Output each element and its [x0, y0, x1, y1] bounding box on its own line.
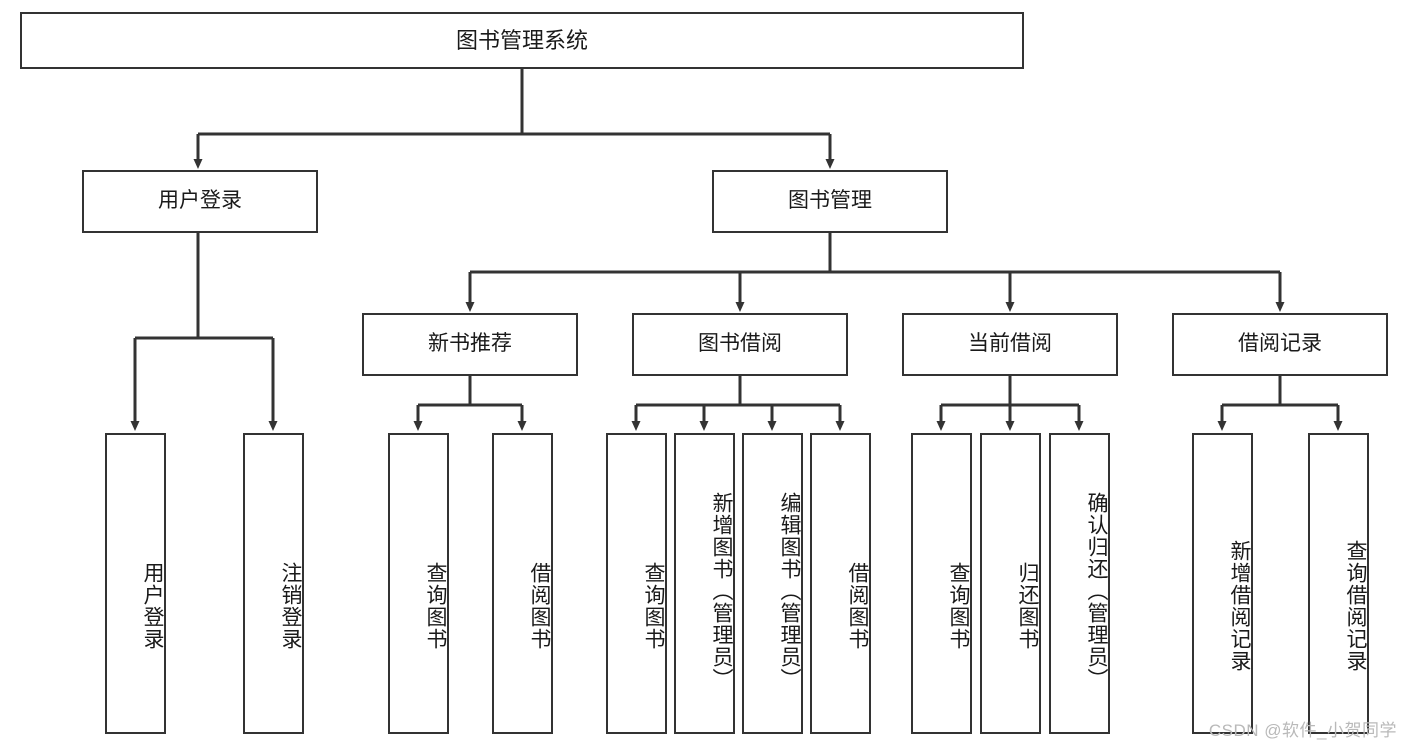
node-root-label: 图书管理系统 [455, 27, 588, 53]
node-leaf-confirm-return-label: 确认归还（管理员） [1085, 491, 1108, 690]
node-leaf-query-book-borrow[interactable]: 查询图书 [606, 433, 667, 734]
node-leaf-user-login[interactable]: 用户登录 [105, 433, 166, 734]
node-leaf-edit-book[interactable]: 编辑图书（管理员） [742, 433, 803, 734]
node-leaf-query-record-label: 查询借阅记录 [1344, 539, 1367, 672]
node-leaf-query-book-rec[interactable]: 查询图书 [388, 433, 449, 734]
node-leaf-user-logout[interactable]: 注销登录 [243, 433, 304, 734]
node-leaf-confirm-return[interactable]: 确认归还（管理员） [1049, 433, 1110, 734]
node-leaf-add-book[interactable]: 新增图书（管理员） [674, 433, 735, 734]
node-leaf-add-book-label: 新增图书（管理员） [710, 491, 733, 690]
watermark-text: CSDN @软件_小贺同学 [1208, 721, 1397, 740]
node-book-manage[interactable]: 图书管理 [712, 170, 948, 233]
node-current-borrow-label: 当前借阅 [968, 332, 1052, 356]
node-book-manage-label: 图书管理 [788, 189, 872, 213]
node-leaf-return-book[interactable]: 归还图书 [980, 433, 1041, 734]
node-leaf-user-logout-label: 注销登录 [279, 561, 302, 650]
node-leaf-query-book-cur-label: 查询图书 [947, 561, 970, 650]
node-new-book-rec[interactable]: 新书推荐 [362, 313, 578, 376]
node-leaf-add-record-label: 新增借阅记录 [1228, 539, 1251, 672]
node-leaf-add-record[interactable]: 新增借阅记录 [1192, 433, 1253, 734]
node-book-borrow[interactable]: 图书借阅 [632, 313, 848, 376]
node-leaf-edit-book-label: 编辑图书（管理员） [778, 491, 801, 690]
node-new-book-rec-label: 新书推荐 [428, 332, 512, 356]
node-leaf-query-record[interactable]: 查询借阅记录 [1308, 433, 1369, 734]
node-current-borrow[interactable]: 当前借阅 [902, 313, 1118, 376]
node-root[interactable]: 图书管理系统 [20, 12, 1024, 69]
node-leaf-borrow-book-rec-label: 借阅图书 [528, 561, 551, 650]
node-leaf-query-book-cur[interactable]: 查询图书 [911, 433, 972, 734]
node-leaf-user-login-label: 用户登录 [141, 561, 164, 650]
node-leaf-query-book-rec-label: 查询图书 [424, 561, 447, 650]
node-leaf-borrow-book[interactable]: 借阅图书 [810, 433, 871, 734]
node-leaf-borrow-book-rec[interactable]: 借阅图书 [492, 433, 553, 734]
node-borrow-record[interactable]: 借阅记录 [1172, 313, 1388, 376]
node-book-borrow-label: 图书借阅 [698, 332, 782, 356]
node-leaf-return-book-label: 归还图书 [1016, 561, 1039, 650]
node-user-login[interactable]: 用户登录 [82, 170, 318, 233]
node-borrow-record-label: 借阅记录 [1238, 332, 1322, 356]
node-leaf-query-book-borrow-label: 查询图书 [642, 561, 665, 650]
node-user-login-label: 用户登录 [158, 189, 242, 213]
node-leaf-borrow-book-label: 借阅图书 [846, 561, 869, 650]
